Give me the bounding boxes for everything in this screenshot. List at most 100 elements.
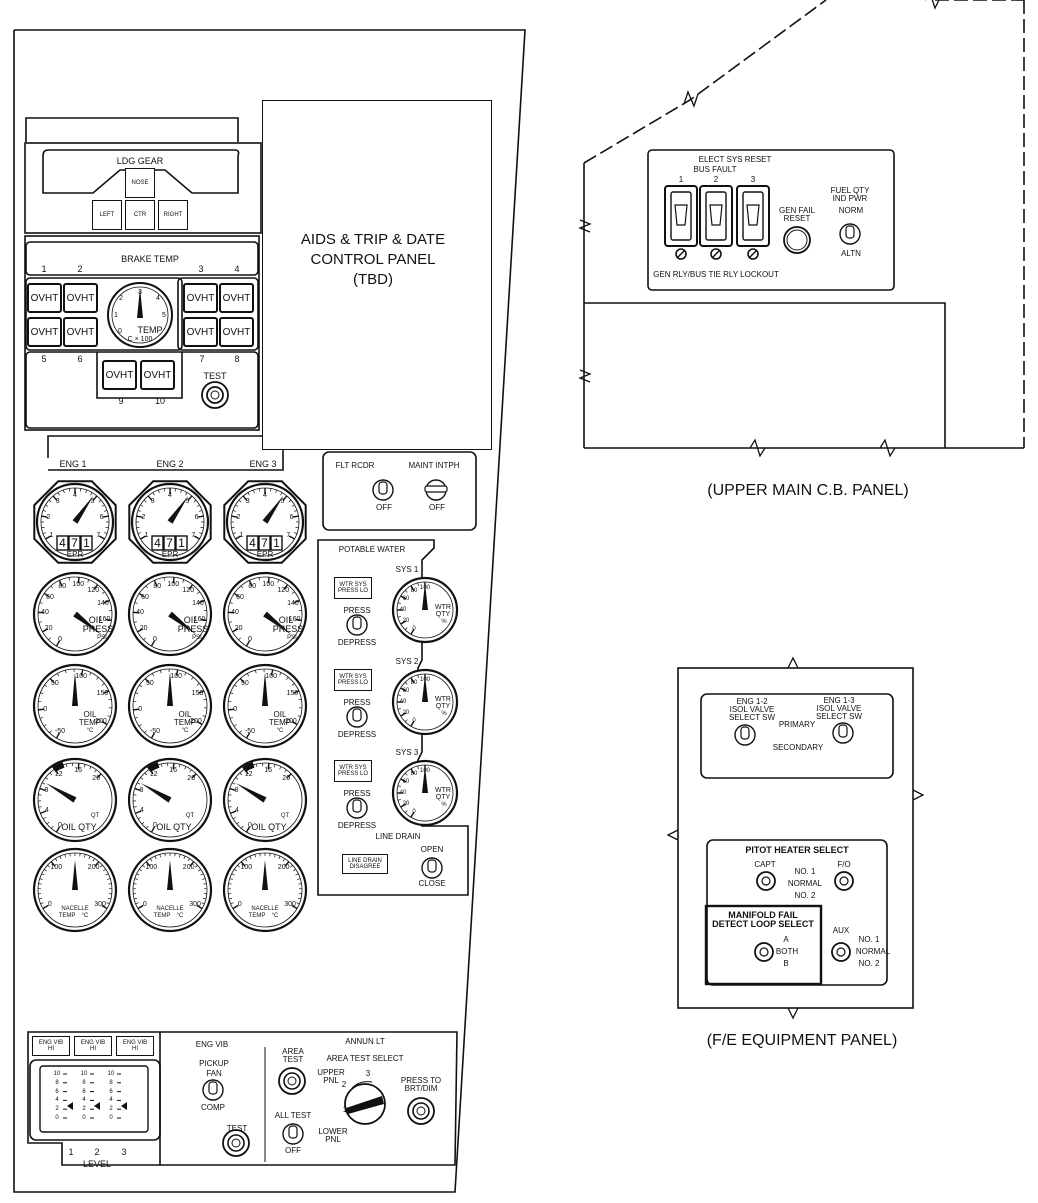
flt-rcdr-label: FLT RCDR <box>335 461 375 470</box>
ldg-gear-left-light: LEFT <box>92 200 122 230</box>
manifold-loop-selector[interactable] <box>755 943 773 961</box>
pitot-fo-selector[interactable] <box>835 872 853 890</box>
eng-2-label: ENG 2 <box>156 459 184 469</box>
oil-press-tick-e1-7: 140 <box>97 599 109 607</box>
vib-scale-3-0: 10 <box>107 1071 115 1077</box>
epr-digit-e3-1: 7 <box>261 536 268 550</box>
bus-fault-number-2: 2 <box>713 175 719 184</box>
wtr-qty-tick-1-1: 20 <box>402 618 410 624</box>
line-drain-close-label: CLOSE <box>418 879 446 888</box>
flt-rcdr-off-label: OFF <box>376 503 392 512</box>
oil-qty-label-e3: OIL QTY <box>251 822 287 832</box>
brake-number-7: 7 <box>199 354 205 364</box>
oil-press-tick-e2-3: 60 <box>141 593 149 601</box>
oil-temp-tick-e3-2: 50 <box>241 680 249 688</box>
oil-qty-tick-e1-1: 4 <box>45 807 49 815</box>
epr-tick-e1-0: 1 <box>49 532 54 539</box>
epr-digit-e2-2: 1 <box>178 536 185 550</box>
oil-press-line1-e2: OIL <box>183 615 199 625</box>
oil-temp-tick-e1-4: 150 <box>96 690 109 698</box>
pitot-capt-selector[interactable] <box>757 872 775 890</box>
water-sys-label-2: SYS 2 <box>395 657 419 666</box>
level-number-2: 2 <box>94 1147 100 1157</box>
eng-vib-hi-light-3: ENG VIB HI <box>116 1036 154 1056</box>
epr-label-e2: EPR <box>161 550 179 559</box>
gauge-needle <box>263 611 292 635</box>
epr-tick-e3-3: 4 <box>263 491 267 499</box>
eng-vib-annun-panel-box <box>27 1031 458 1166</box>
brake-temp-tick-0: 0 <box>118 328 122 335</box>
level-number-3: 3 <box>121 1147 127 1157</box>
brake-number-5: 5 <box>41 354 47 364</box>
wtr-qty-tick-2-2: 40 <box>399 699 407 705</box>
nacelle-unit-e2: °C <box>176 913 184 919</box>
bus-fault-number-3: 3 <box>750 175 756 184</box>
oil-qty-tick-e1-5: 20 <box>92 775 101 783</box>
vib-scale-1-4: 2 <box>55 1106 59 1113</box>
ldg-gear-frame <box>42 149 240 194</box>
eng-vib-pickup-label: PICKUP <box>199 1059 229 1068</box>
wtr-qty-line1-2: WTR <box>435 696 451 703</box>
level-number-1: 1 <box>68 1147 74 1157</box>
wtr-qty-tick-1-4: 80 <box>410 587 418 594</box>
wtr-qty-tick-2-4: 80 <box>410 679 418 686</box>
eng-vib-hi-light-1: ENG VIB HI <box>32 1036 70 1056</box>
oil-press-tick-e1-5: 100 <box>72 580 85 588</box>
oil-temp-tick-e2-4: 150 <box>191 690 204 698</box>
oil-qty-tick-e1-3: 12 <box>54 771 63 779</box>
eng-vib-hi-light-2: ENG VIB HI <box>74 1036 112 1056</box>
nacelle-line2-e1: TEMP <box>58 913 76 919</box>
water-depress-label-3: DEPRESS <box>337 821 377 830</box>
epr-tick-e1-1: 2 <box>46 513 51 521</box>
vib-scale-3-5: 0 <box>109 1115 113 1121</box>
oil-press-tick-e3-8: 160 <box>288 615 301 623</box>
upper-pnl-label: UPPER PNL <box>317 1068 345 1085</box>
potable-water-panel-box <box>317 539 469 896</box>
wtr-qty-tick-3-1: 20 <box>402 801 410 807</box>
wtr-sys-press-lo-light-2: WTR SYS PRESS LO <box>334 669 372 691</box>
wtr-qty-tick-3-2: 40 <box>399 790 407 796</box>
oil-temp-line1-e3: OIL <box>273 710 287 719</box>
level-label: LEVEL <box>82 1159 112 1169</box>
oil-temp-tick-e3-3: 100 <box>265 673 278 681</box>
epr-digit-e2-1: 7 <box>166 536 173 550</box>
brake-temp-tick-1: 1 <box>114 312 118 319</box>
water-sys-label-3: SYS 3 <box>395 748 419 757</box>
area-select-position-2: 2 <box>341 1080 347 1089</box>
oil-temp-tick-e2-5: 200 <box>190 717 202 725</box>
brake-number-6: 6 <box>77 354 83 364</box>
epr-digit-e1-1: 7 <box>71 536 78 550</box>
aux-selector[interactable] <box>832 943 850 961</box>
aux-no2-label: NO. 2 <box>858 959 880 968</box>
aux-normal-label: NORMAL <box>855 947 891 956</box>
nacelle-tick-e3-2: 200 <box>277 864 290 872</box>
brake-temp-tick-4: 4 <box>156 295 160 302</box>
oil-qty-tick-e3-2: 8 <box>234 787 239 795</box>
oil-press-tick-e1-4: 80 <box>58 583 67 591</box>
oil-press-tick-e2-0: 0 <box>153 636 157 644</box>
oil-temp-tick-e3-4: 150 <box>286 690 299 698</box>
area-test-select-label: AREA TEST SELECT <box>326 1054 404 1063</box>
eng12-isol-valve-switch[interactable] <box>735 725 755 745</box>
oil-qty-tick-e2-4: 16 <box>169 766 178 774</box>
epr-tick-e2-3: 4 <box>168 491 172 499</box>
oil-press-tick-e1-3: 60 <box>46 593 54 601</box>
eng13-isol-valve-switch[interactable] <box>833 723 853 743</box>
maint-intph-off-label: OFF <box>429 503 445 512</box>
oil-qty-tick-e2-3: 12 <box>149 771 158 779</box>
brake-number-10: 10 <box>154 396 166 406</box>
aids-panel-line3: (TBD) <box>353 271 393 288</box>
epr-tick-e3-5: 6 <box>289 513 294 521</box>
nacelle-unit-e3: °C <box>271 913 279 919</box>
oil-temp-line2-e2: TEMP <box>173 718 197 727</box>
wtr-qty-unit-1: % <box>441 619 447 625</box>
epr-tick-e2-1: 2 <box>141 513 146 521</box>
oil-temp-unit-e2: °C <box>181 728 189 734</box>
pitot-normal-label: NORMAL <box>787 879 823 888</box>
eng-vib-comp-label: COMP <box>201 1103 225 1112</box>
